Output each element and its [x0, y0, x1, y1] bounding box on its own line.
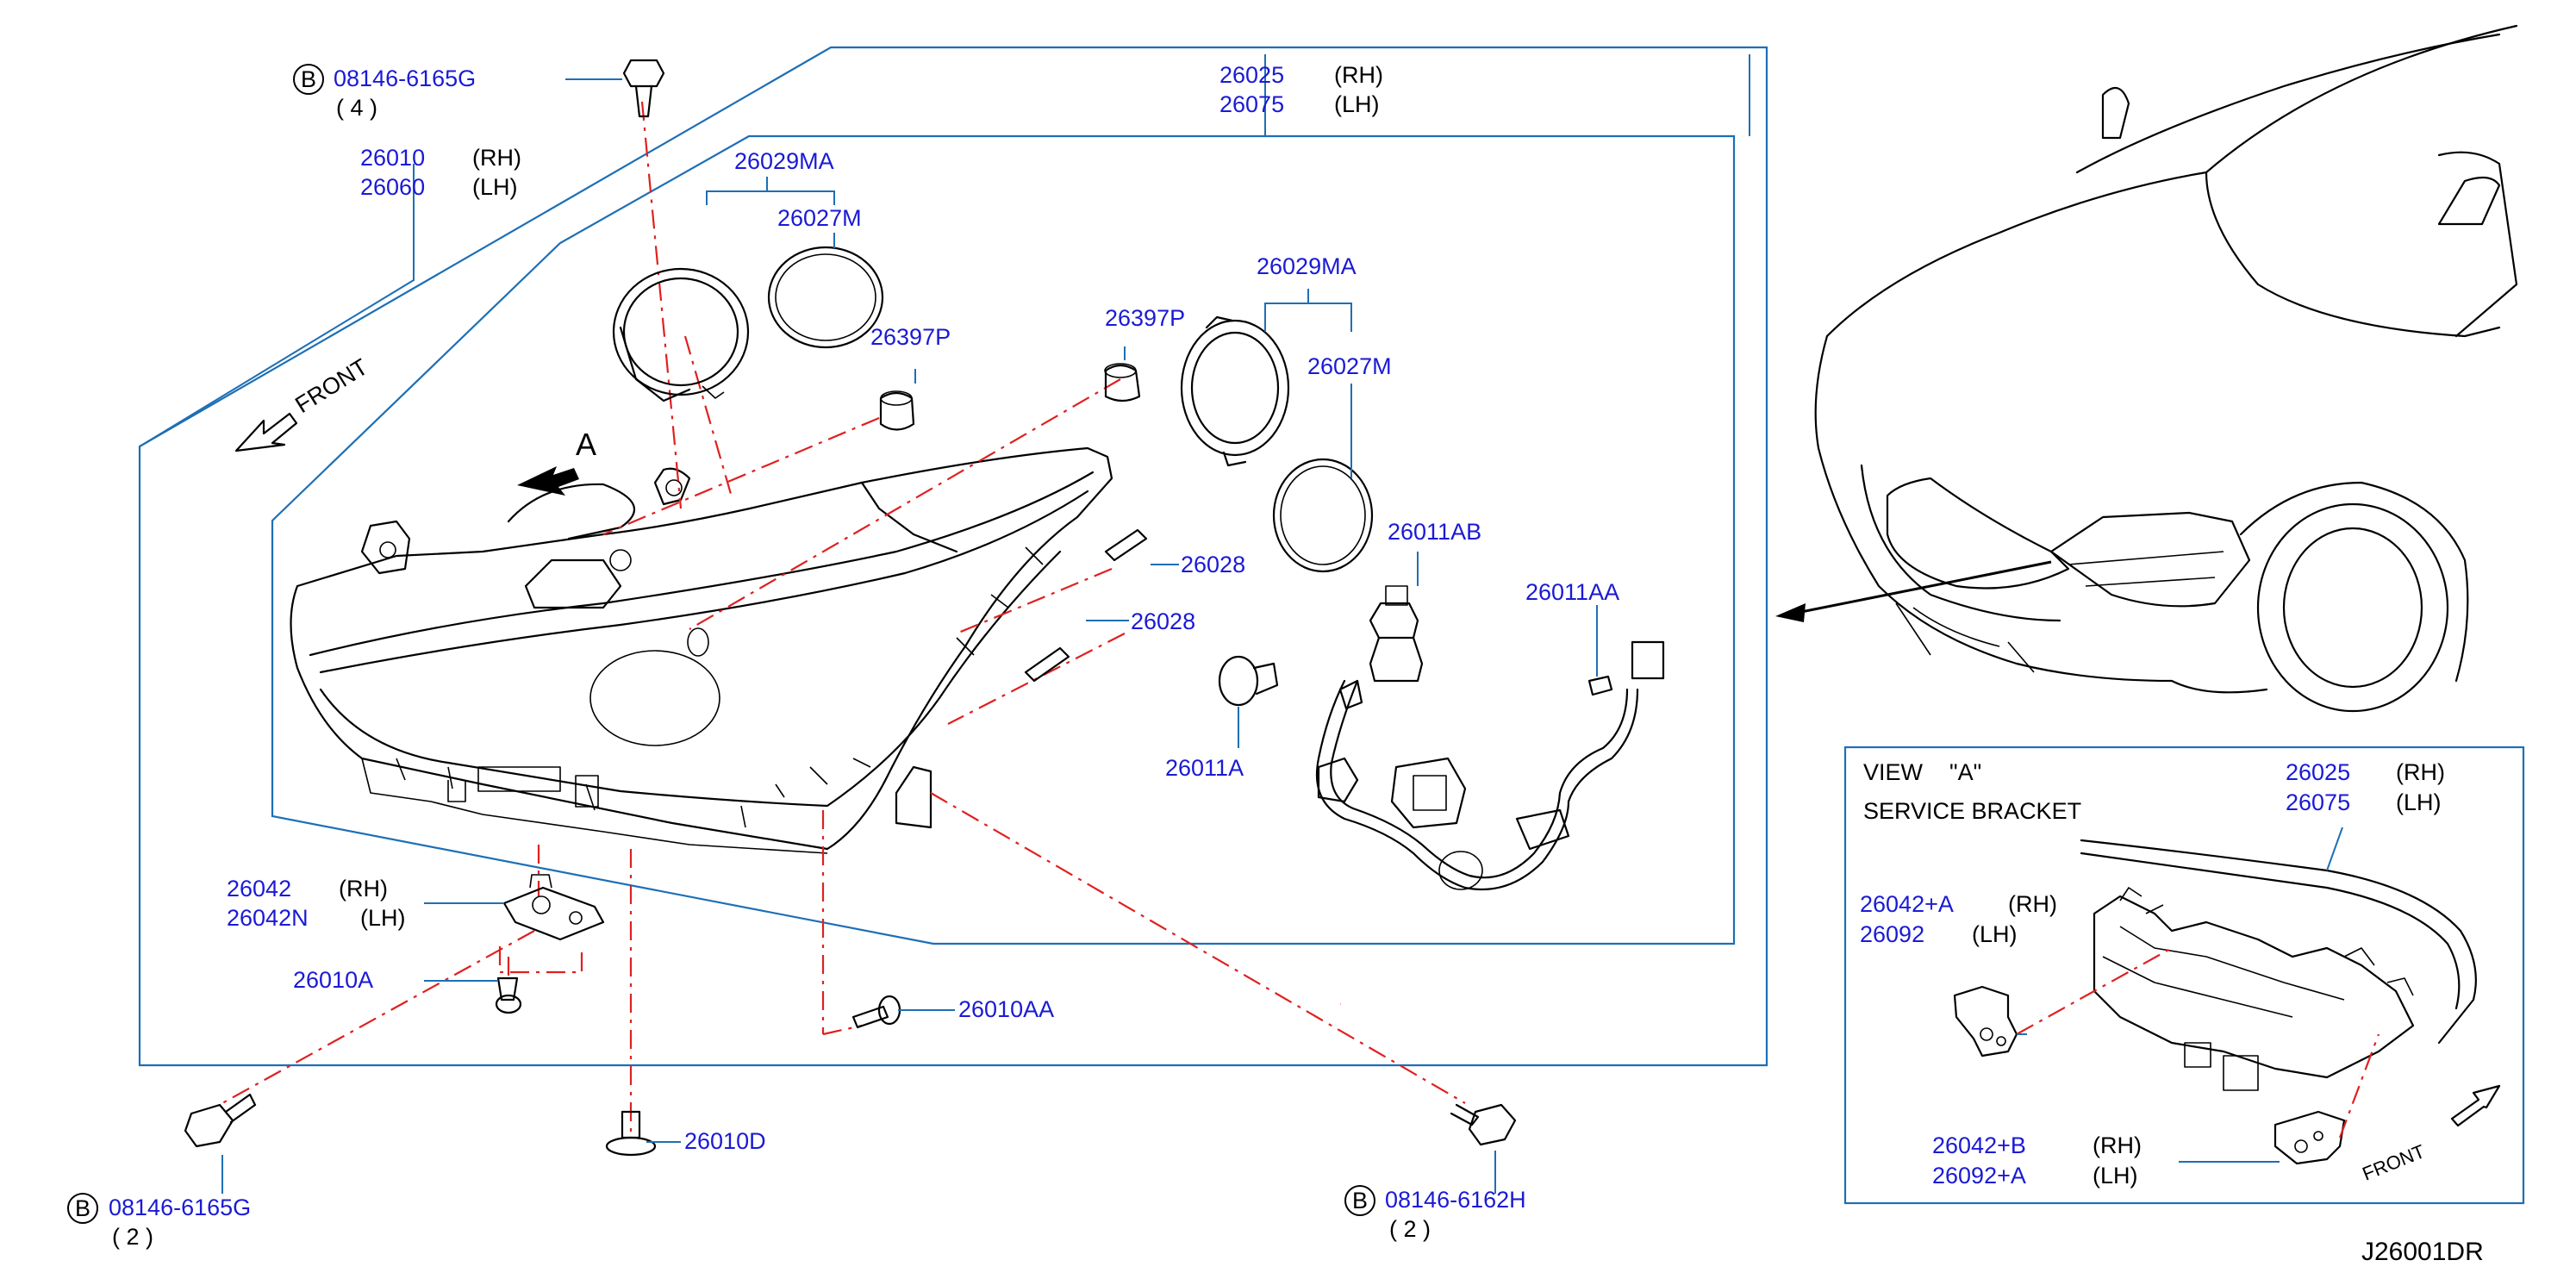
seal-right [1272, 458, 1374, 573]
callout-bracket: 26042 (RH) 26042N (LH) [227, 876, 406, 931]
part-number-lh: 26060 [360, 174, 425, 200]
view-a-arrow-icon [517, 466, 579, 496]
inset-title-service-bracket: SERVICE BRACKET [1863, 798, 2081, 824]
part-number-rh: 26010 [360, 145, 425, 171]
part-number-lh: 26042N [227, 905, 309, 931]
side-rh: (RH) [2093, 1132, 2142, 1158]
location-arrow-icon [1775, 560, 2052, 622]
bulb-main [1369, 585, 1424, 683]
cap-right [1180, 315, 1290, 467]
callout-assembly: 26010 (RH) 26060 (LH) [360, 145, 521, 200]
inset-leaders [2017, 827, 2343, 1163]
part-number-rh: 26042 [227, 876, 291, 902]
callout-bulb-main: 26011AB [1388, 519, 1481, 545]
callout-bulb-aux: 26011AA [1525, 579, 1619, 605]
view-a-inset [1843, 746, 2525, 1205]
leader-lines [139, 54, 1750, 1194]
part-number-rh: 26042+B [1932, 1132, 2026, 1158]
socket-left [879, 390, 915, 431]
side-rh: (RH) [472, 145, 521, 171]
part-number-rh: 26042+A [1860, 891, 1954, 917]
callout-pin-upper: 26028 [1181, 552, 1245, 577]
callout-bolt-bottom-right: B 08146-6162H ( 2 ) [1344, 1185, 1526, 1242]
bolt-bottom-left [184, 1093, 257, 1148]
side-lh: (LH) [360, 905, 406, 931]
bolt-marker: B [301, 66, 316, 92]
side-rh: (RH) [2008, 891, 2057, 917]
part-number: 08146-6165G [109, 1195, 251, 1220]
inset-title-view-letter: "A" [1949, 759, 1981, 785]
housing-box [271, 134, 1736, 945]
wiring-harness [1315, 679, 1639, 891]
side-rh: (RH) [1334, 62, 1383, 88]
callout-bulb-small: 26011A [1165, 755, 1244, 781]
inset-callout-housing: 26025 (RH) 26075 (LH) [2286, 759, 2445, 815]
quantity: ( 2 ) [112, 1224, 153, 1250]
part-number-lh: 26075 [2286, 789, 2350, 815]
callout-screw-a: 26010A [293, 967, 373, 993]
callout-socket-left: 26397P [870, 324, 951, 350]
callout-bolt-bottom-left: B 08146-6165G ( 2 ) [67, 1193, 251, 1250]
screw-26010A [495, 976, 522, 1014]
inset-title-view: VIEW [1863, 759, 1924, 785]
bulb-small [1218, 655, 1279, 707]
part-number-rh: 26025 [2286, 759, 2350, 785]
callout-seal-right: 26027M [1307, 353, 1392, 379]
screw-26010AA [851, 995, 901, 1029]
callout-bolt-top: B 08146-6165G ( 4 ) [293, 64, 476, 121]
centerlines [221, 101, 1466, 1133]
inset-centerlines [2016, 947, 2380, 1139]
inset-front-label: FRONT [2360, 1140, 2429, 1185]
callout-seal-left: 26027M [777, 205, 862, 231]
callout-socket-right: 26397P [1105, 305, 1185, 331]
part-number-lh: 26092+A [1932, 1163, 2026, 1189]
socket-right [1104, 363, 1141, 402]
bolt-marker: B [75, 1195, 90, 1221]
part-number: 08146-6165G [334, 66, 476, 91]
bolt-bottom-right [1450, 1103, 1517, 1146]
side-lh: (LH) [1972, 921, 2018, 947]
pin-lower [1024, 646, 1070, 683]
callout-screw-d: 26010D [684, 1128, 766, 1154]
part-number: 08146-6162H [1385, 1187, 1526, 1213]
inset-front-arrow-icon [2450, 1084, 2501, 1127]
headlamp-assembly [290, 446, 1113, 854]
side-lh: (LH) [2396, 789, 2442, 815]
inset-headlamp-rear [2080, 839, 2477, 1091]
part-number-lh: 26092 [1860, 921, 1924, 947]
callout-cap-right: 26029MA [1257, 253, 1357, 279]
bracket [502, 874, 605, 941]
part-number-lh: 26075 [1219, 91, 1284, 117]
bolt-marker: B [1352, 1188, 1368, 1213]
bolt-top [622, 59, 665, 118]
side-lh: (LH) [1334, 91, 1380, 117]
screw-26010D [605, 1110, 657, 1157]
quantity: ( 4 ) [336, 95, 377, 121]
callout-housing: 26025 (RH) 26075 (LH) [1219, 62, 1383, 117]
front-label: FRONT [290, 353, 372, 418]
front-arrow-icon [234, 412, 298, 452]
callout-pin-lower: 26028 [1131, 608, 1195, 634]
diagram-code: J26001DR [2361, 1238, 2484, 1266]
pin-upper [1104, 528, 1148, 562]
callout-cap-left: 26029MA [734, 148, 834, 174]
assembly-box [138, 46, 1768, 1067]
callout-screw-aa: 26010AA [958, 996, 1054, 1022]
vehicle-location-illustration [1814, 24, 2518, 713]
bulb-aux [1587, 640, 1665, 696]
inset-callout-bracket-b: 26042+B (RH) 26092+A (LH) [1932, 1132, 2142, 1189]
cap-left [612, 267, 750, 402]
inset-bracket-a [1953, 985, 2018, 1058]
view-a-label: A [576, 427, 596, 462]
side-lh: (LH) [472, 174, 518, 200]
inset-bracket-b [2273, 1110, 2346, 1165]
quantity: ( 2 ) [1389, 1216, 1431, 1242]
part-number-rh: 26025 [1219, 62, 1284, 88]
seal-left [767, 246, 884, 349]
side-rh: (RH) [2396, 759, 2445, 785]
side-lh: (LH) [2093, 1163, 2138, 1189]
inset-callout-bracket-a: 26042+A (RH) 26092 (LH) [1860, 891, 2057, 947]
side-rh: (RH) [339, 876, 388, 902]
